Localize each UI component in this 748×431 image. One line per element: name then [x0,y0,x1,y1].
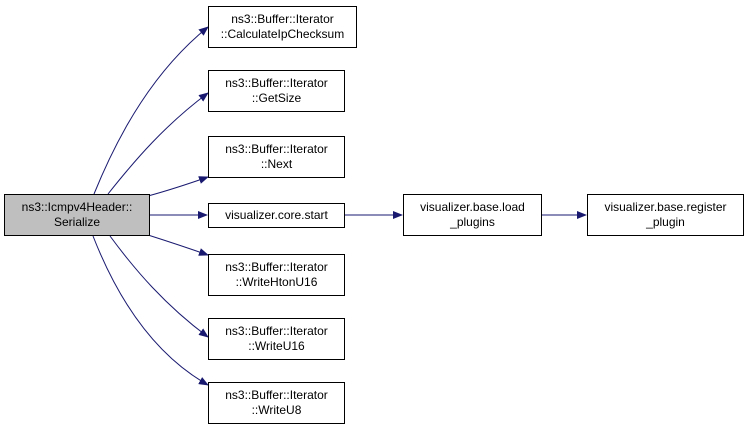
node-label-line1: ns3::Buffer::Iterator [225,76,328,90]
node-label-line2: ::WriteU16 [248,339,305,353]
node-label-line2: ::WriteU8 [251,403,302,417]
node-label-line1: ns3::Buffer::Iterator [225,324,328,338]
node-label-line2: ::GetSize [251,91,302,105]
node-get-size[interactable]: ns3::Buffer::Iterator ::GetSize [208,70,345,112]
node-label-line1: visualizer.core.start [225,208,328,222]
node-label-line1: ns3::Buffer::Iterator [231,12,334,26]
node-next[interactable]: ns3::Buffer::Iterator ::Next [208,136,345,178]
node-calculate-ip-checksum[interactable]: ns3::Buffer::Iterator ::CalculateIpCheck… [208,6,357,48]
edge-root-to-calc-checksum [93,26,209,195]
node-label-line2: ::WriteHtonU16 [235,275,318,289]
node-label-line2: _plugin [646,215,685,229]
node-label-line1: ns3::Buffer::Iterator [225,260,328,274]
node-register-plugin[interactable]: visualizer.base.register _plugin [587,194,744,236]
edge-root-to-write-u16 [109,235,209,338]
node-icmpv4header-serialize: ns3::Icmpv4Header:: Serialize [4,194,150,236]
node-label-line2: Serialize [53,215,101,229]
node-label-line1: visualizer.base.register [604,200,727,214]
node-write-u8[interactable]: ns3::Buffer::Iterator ::WriteU8 [208,382,345,424]
edge-root-to-write-u8 [92,235,209,386]
node-load-plugins[interactable]: visualizer.base.load _plugins [403,194,542,236]
node-label-line2: _plugins [450,215,495,229]
node-label-line2: ::Next [260,157,293,171]
node-write-u16[interactable]: ns3::Buffer::Iterator ::WriteU16 [208,318,345,360]
edge-root-to-next [147,176,209,197]
edge-root-to-get-size [107,92,209,195]
node-label-line1: ns3::Buffer::Iterator [225,388,328,402]
edge-root-to-write-htonu16 [147,234,209,256]
node-label-line2: ::CalculateIpChecksum [220,27,345,41]
node-label-line1: ns3::Icmpv4Header:: [21,200,133,214]
node-label-line1: ns3::Buffer::Iterator [225,142,328,156]
node-write-htonu16[interactable]: ns3::Buffer::Iterator ::WriteHtonU16 [208,254,345,296]
node-label-line1: visualizer.base.load [420,200,525,214]
node-core-start[interactable]: visualizer.core.start [208,203,345,228]
